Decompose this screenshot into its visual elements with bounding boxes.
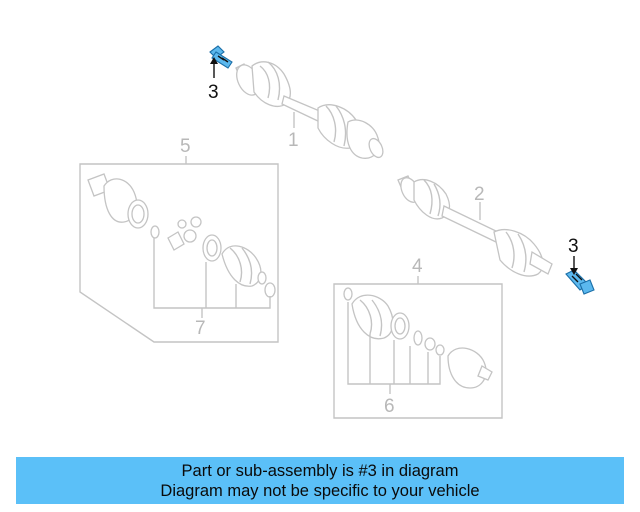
info-banner: Part or sub-assembly is #3 in diagram Di…	[16, 457, 624, 504]
axle-shaft-2[interactable]	[397, 175, 553, 277]
arrow-icon	[210, 57, 218, 64]
callout-7: 7	[195, 318, 206, 339]
axle-shaft-1[interactable]	[232, 61, 385, 159]
bolt-part-3-right[interactable]	[565, 269, 595, 295]
callout-3-right[interactable]: 3	[568, 236, 579, 257]
banner-line-disclaimer: Diagram may not be specific to your vehi…	[160, 481, 480, 500]
boot-kit-5[interactable]	[79, 156, 279, 343]
banner-line-part-number: Part or sub-assembly is #3 in diagram	[181, 461, 459, 480]
parts-diagram: 1 2 3 3 4 5 6 7	[79, 45, 595, 419]
callout-2: 2	[474, 184, 485, 205]
callout-3-top[interactable]: 3	[208, 82, 219, 103]
callout-1: 1	[288, 130, 299, 151]
callout-4: 4	[412, 256, 423, 277]
boot-kit-4[interactable]	[333, 276, 503, 419]
arrow-icon	[570, 268, 578, 275]
callout-6: 6	[384, 396, 395, 417]
bolt-part-3-top[interactable]	[209, 45, 233, 69]
callout-5: 5	[180, 136, 191, 157]
